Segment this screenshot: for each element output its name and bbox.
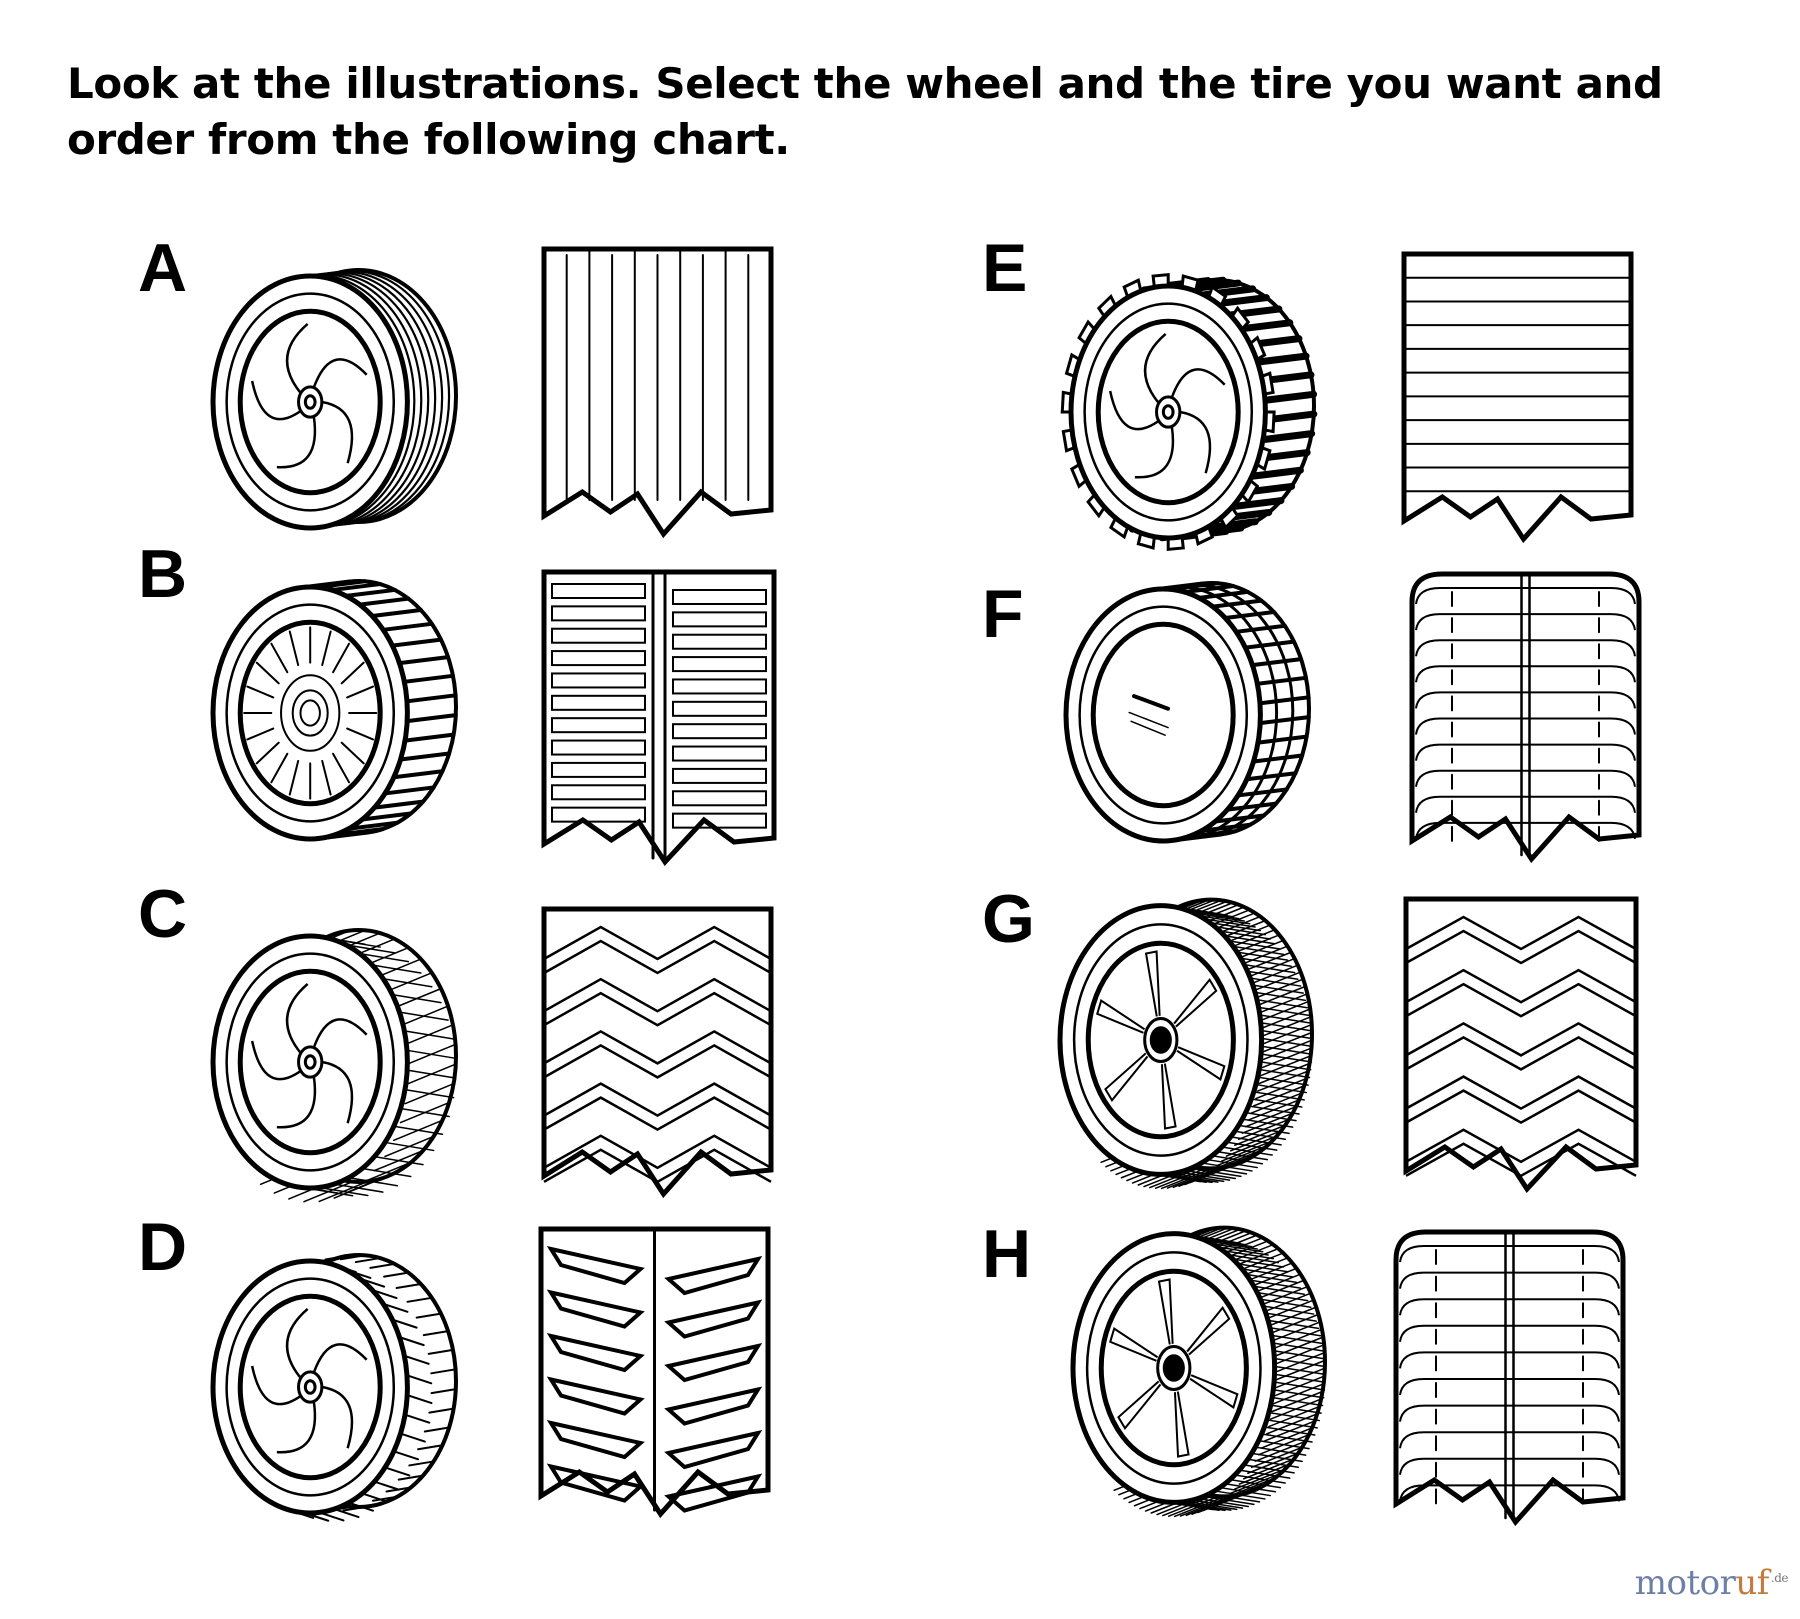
wheel-f-illustration[interactable] (1058, 565, 1328, 865)
tread-g-swatch[interactable] (1402, 895, 1640, 1195)
entry-letter-g: G (982, 881, 1035, 957)
wheel-f-svg (1063, 581, 1311, 844)
tread-h-svg (1393, 1229, 1626, 1527)
entry-letter-h: H (982, 1216, 1032, 1292)
entry-letter-f: F (982, 576, 1024, 652)
tread-f-svg (1409, 571, 1642, 864)
tread-e-svg (1401, 251, 1634, 544)
watermark-logo: motoruf.de (1634, 1563, 1789, 1603)
instructions-text: Look at the illustrations. Select the wh… (67, 59, 1663, 164)
entry-letter-b: B (138, 536, 188, 612)
wheel-c-svg (210, 928, 458, 1203)
wheel-a-illustration[interactable] (205, 252, 475, 552)
tread-a-svg (541, 246, 774, 539)
tread-f-swatch[interactable] (1408, 570, 1643, 865)
wheel-e-illustration[interactable] (1060, 262, 1333, 562)
wheel-e-svg (1060, 273, 1318, 551)
tread-b-swatch[interactable] (540, 568, 778, 868)
watermark-accent: uf (1735, 1563, 1769, 1603)
entry-letter-e: E (982, 230, 1028, 306)
wheel-g-svg (1057, 897, 1314, 1190)
tread-b-svg (541, 569, 777, 867)
wheel-b-illustration[interactable] (205, 563, 475, 863)
watermark-main: motor (1634, 1563, 1736, 1603)
wheel-d-illustration[interactable] (205, 1237, 475, 1537)
wheel-d-svg (210, 1253, 458, 1522)
tread-g-svg (1403, 896, 1639, 1194)
tread-h-swatch[interactable] (1392, 1228, 1627, 1528)
wheel-h-illustration[interactable] (1065, 1208, 1345, 1528)
tread-d-svg (538, 1226, 771, 1519)
entry-letter-d: D (138, 1209, 188, 1285)
entry-letter-a: A (138, 230, 188, 306)
tread-c-swatch[interactable] (540, 905, 775, 1200)
entry-letter-c: C (138, 876, 188, 952)
tread-c-svg (541, 906, 774, 1199)
wheel-h-svg (1070, 1225, 1327, 1518)
tread-d-swatch[interactable] (537, 1225, 772, 1520)
wheel-g-illustration[interactable] (1052, 880, 1332, 1200)
tread-e-swatch[interactable] (1400, 250, 1635, 545)
wheel-a-svg (210, 268, 458, 531)
wheel-b-svg (210, 579, 458, 842)
wheel-c-illustration[interactable] (205, 912, 475, 1212)
tread-a-swatch[interactable] (540, 245, 775, 540)
watermark-tld: .de (1770, 1570, 1789, 1585)
